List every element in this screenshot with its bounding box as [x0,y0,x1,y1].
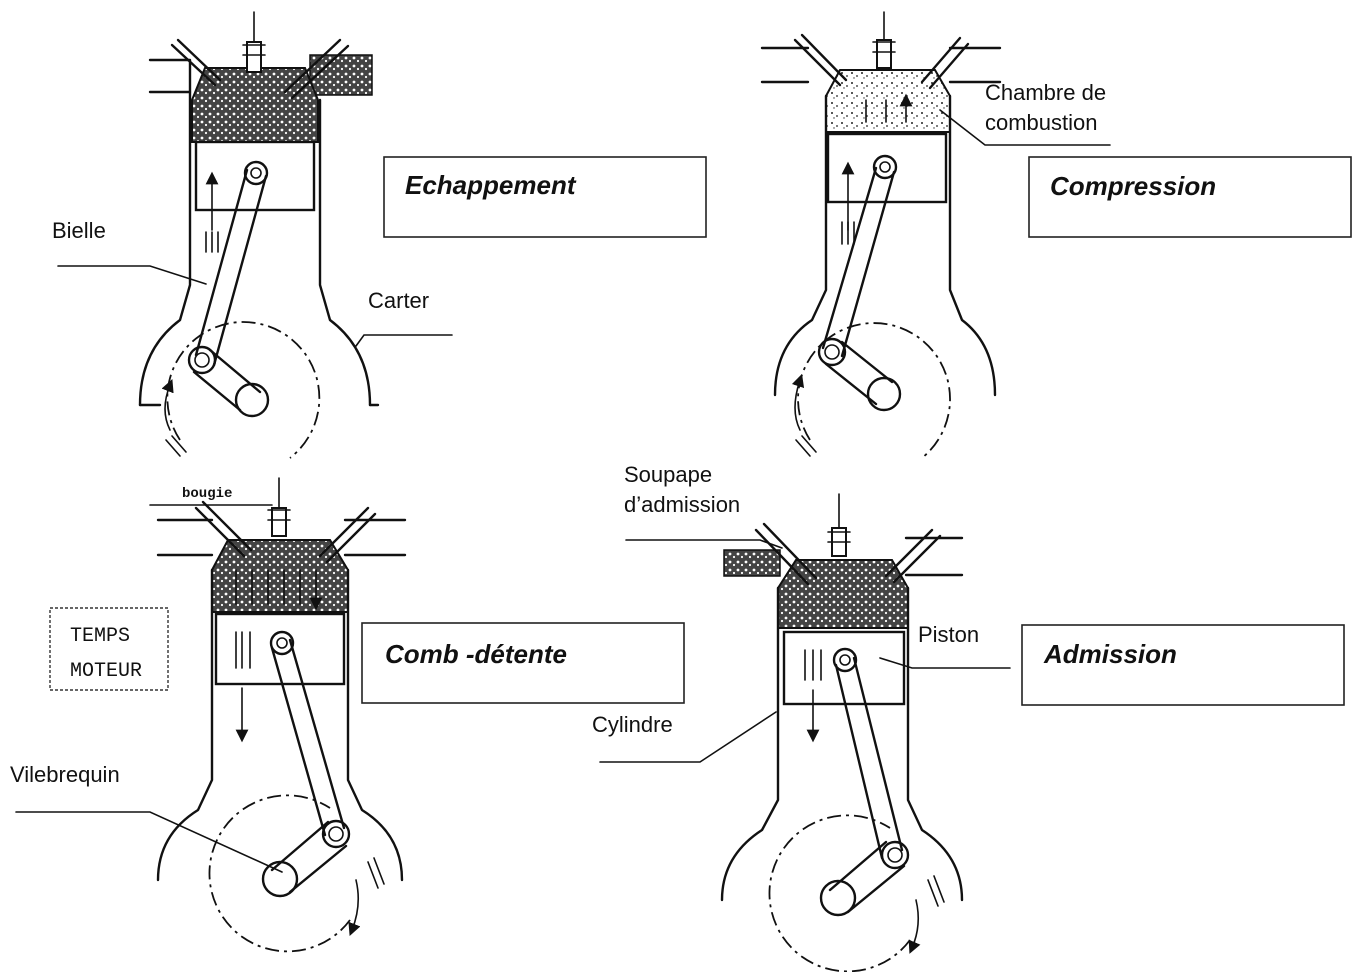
stroke-title-admission: Admission [1043,639,1177,669]
intake-pipe [724,550,780,576]
leader-bielle [58,266,206,284]
leader-soupape [626,540,782,548]
piston [828,134,946,202]
crank-circle [769,815,910,971]
piston [784,632,904,704]
crankshaft [868,378,900,410]
label-bielle: Bielle [52,218,106,243]
cylinder-wall-left [722,588,778,900]
crankshaft [821,881,855,915]
label-moteur: MOTEUR [70,660,142,683]
label-cylindre: Cylindre [592,712,673,737]
crank-circle [167,322,319,458]
engine-admission [722,494,962,971]
crank-web [194,350,260,410]
leader-carter [356,335,452,346]
label-chambre-line1: Chambre de [985,80,1106,105]
spark-plug [243,12,265,72]
crankshaft [236,384,268,416]
label-carter: Carter [368,288,429,313]
cylinder-wall-right [320,60,370,405]
label-soupape-line2: d’admission [624,492,740,517]
label-chambre-line2: combustion [985,110,1098,135]
crank-web [830,842,904,912]
crank-web [272,822,346,892]
combustion-chamber-power [212,540,348,612]
engine-echappement [140,12,378,458]
label-piston: Piston [918,622,979,647]
stroke-title-echappement: Echappement [405,170,577,200]
spark-plug [828,494,850,556]
stroke-title-comb-detente: Comb -détente [385,639,567,669]
engine-compression [762,12,1000,458]
label-temps: TEMPS [70,625,130,648]
spark-plug [873,12,895,68]
label-bougie: bougie [182,486,232,502]
cylinder-wall-right [348,570,402,880]
spark-plug [268,478,290,536]
combustion-chamber-intake [778,560,908,628]
label-soupape-line1: Soupape [624,462,712,487]
piston [196,142,314,210]
engine-comb-detente [158,478,405,951]
cylinder-wall-right [950,96,995,395]
label-vilebrequin: Vilebrequin [10,762,120,787]
crankshaft [263,862,297,896]
stroke-title-compression: Compression [1050,171,1216,201]
leader-vilebrequin [16,812,282,872]
temps-moteur-box: TEMPS MOTEUR [50,608,168,690]
crank-circle [209,795,350,951]
crank-web [826,342,892,404]
